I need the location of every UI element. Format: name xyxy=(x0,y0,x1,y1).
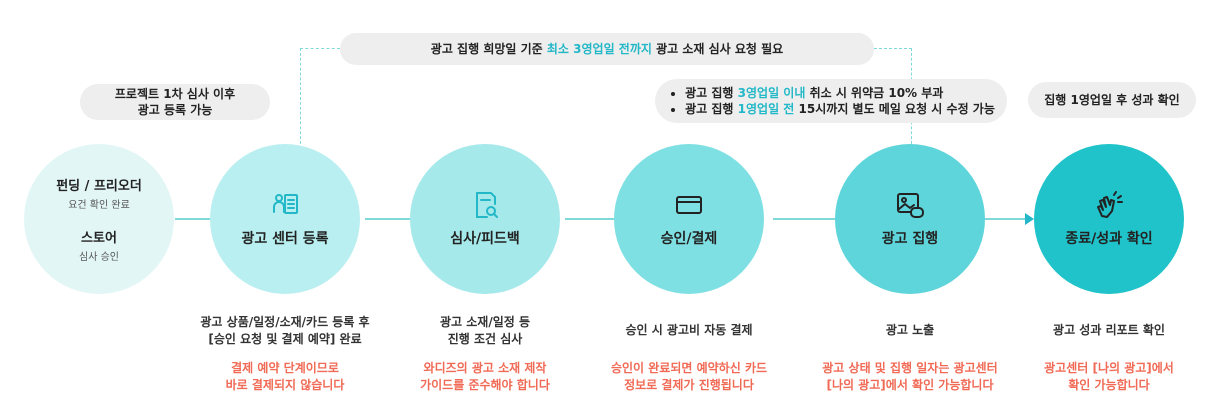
penalty-note-item: 광고 집행 1영업일 전 15시까지 별도 메일 요청 시 수정 가능 xyxy=(685,101,995,117)
penalty-highlight: 1영업일 전 xyxy=(737,102,795,116)
desc-line: 광고 상품/일정/소재/카드 등록 후 xyxy=(200,315,370,329)
step-payment-circle: 승인/결제 xyxy=(614,144,764,294)
penalty-highlight: 3영업일 이내 xyxy=(737,86,806,100)
desc-line: 진행 조건 심사 xyxy=(447,332,523,346)
penalty-suffix: 취소 시 위약금 10% 부과 xyxy=(805,86,944,100)
penalty-note: 광고 집행 3영업일 이내 취소 시 위약금 10% 부과 광고 집행 1영업일… xyxy=(655,79,1007,123)
step-funding-circle: 펀딩 / 프리오더 요건 확인 완료 스토어 심사 승인 xyxy=(24,144,174,294)
schedule-note: 광고 집행 희망일 기준 최소 3영업일 전까지 광고 소재 심사 요청 필요 xyxy=(340,33,874,65)
penalty-prefix: 광고 집행 xyxy=(685,86,738,100)
warn-line: 가이드를 준수해야 합니다 xyxy=(420,378,550,392)
step-title: 종료/성과 확인 xyxy=(1065,231,1153,247)
connector-line xyxy=(985,218,1027,220)
ad-image-icon xyxy=(895,190,925,220)
step-review-circle: 심사/피드백 xyxy=(410,144,560,294)
step-sub: 요건 확인 완료 xyxy=(68,200,130,211)
step-title: 광고 집행 xyxy=(881,231,939,247)
project-note: 프로젝트 1차 심사 이후 광고 등록 가능 xyxy=(80,84,270,120)
penalty-suffix: 15시까지 별도 메일 요청 시 수정 가능 xyxy=(794,102,995,116)
connector-line xyxy=(175,218,215,220)
warn-line: 정보로 결제가 진행됩니다 xyxy=(624,378,754,392)
step-execution-circle: 광고 집행 xyxy=(835,144,985,294)
warn-line: 결제 예약 단계이므로 xyxy=(231,361,339,375)
step-description: 광고 노출 xyxy=(800,322,1020,339)
step-description: 광고 소재/일정 등 진행 조건 심사 xyxy=(375,314,595,348)
result-note-text: 집행 1영업일 후 성과 확인 xyxy=(1044,93,1180,107)
bracket-line xyxy=(874,48,912,49)
schedule-note-highlight: 최소 3영업일 전까지 xyxy=(546,42,652,56)
step-title: 광고 센터 등록 xyxy=(241,231,329,247)
warn-line: [나의 광고]에서 확인 가능합니다 xyxy=(826,378,994,392)
penalty-note-item: 광고 집행 3영업일 이내 취소 시 위약금 10% 부과 xyxy=(685,85,995,101)
step-description: 승인 시 광고비 자동 결제 xyxy=(579,322,799,339)
warn-line: 광고 상태 및 집행 일자는 광고센터 xyxy=(822,361,998,375)
schedule-note-prefix: 광고 집행 희망일 기준 xyxy=(430,42,547,56)
desc-line: 광고 성과 리포트 확인 xyxy=(1053,323,1165,337)
step-warning: 결제 예약 단계이므로 바로 결제되지 않습니다 xyxy=(175,360,395,394)
step-warning: 광고 상태 및 집행 일자는 광고센터 [나의 광고]에서 확인 가능합니다 xyxy=(800,360,1020,394)
bracket-line xyxy=(300,48,301,144)
step-sub: 심사 승인 xyxy=(79,252,119,263)
step-description: 광고 성과 리포트 확인 xyxy=(999,322,1219,339)
step-title: 심사/피드백 xyxy=(450,231,520,247)
desc-line: 광고 노출 xyxy=(885,323,935,337)
warn-line: 광고센터 [나의 광고]에서 xyxy=(1044,361,1174,375)
step-title: 스토어 xyxy=(81,231,117,246)
connector-line xyxy=(773,218,835,220)
step-title: 승인/결제 xyxy=(660,231,718,247)
clap-icon xyxy=(1094,190,1124,220)
step-warning: 승인이 완료되면 예약하신 카드 정보로 결제가 진행됩니다 xyxy=(579,360,799,394)
desc-line: 승인 시 광고비 자동 결제 xyxy=(625,323,753,337)
step-complete-circle: 종료/성과 확인 xyxy=(1034,144,1184,294)
step-warning: 와디즈의 광고 소재 제작 가이드를 준수해야 합니다 xyxy=(375,360,595,394)
step-description: 광고 상품/일정/소재/카드 등록 후 [승인 요청 및 결제 예약] 완료 xyxy=(175,314,395,348)
step-register-circle: 광고 센터 등록 xyxy=(210,144,360,294)
connector-line xyxy=(565,218,615,220)
connector-line xyxy=(365,218,415,220)
project-note-line1: 프로젝트 1차 심사 이후 xyxy=(114,87,236,101)
warn-line: 바로 결제되지 않습니다 xyxy=(225,378,345,392)
project-note-line2: 광고 등록 가능 xyxy=(137,103,213,117)
bracket-line xyxy=(300,48,340,49)
card-icon xyxy=(674,190,704,220)
register-icon xyxy=(270,190,300,220)
warn-line: 승인이 완료되면 예약하신 카드 xyxy=(610,361,768,375)
review-icon xyxy=(470,190,500,220)
result-note: 집행 1영업일 후 성과 확인 xyxy=(1028,82,1196,118)
step-title: 펀딩 / 프리오더 xyxy=(56,179,142,194)
schedule-note-suffix: 광고 소재 심사 요청 필요 xyxy=(651,42,784,56)
warn-line: 확인 가능합니다 xyxy=(1068,378,1150,392)
step-warning: 광고센터 [나의 광고]에서 확인 가능합니다 xyxy=(999,360,1219,394)
warn-line: 와디즈의 광고 소재 제작 xyxy=(423,361,547,375)
desc-line: 광고 소재/일정 등 xyxy=(439,315,531,329)
arrow-head-icon xyxy=(1025,213,1034,225)
penalty-prefix: 광고 집행 xyxy=(685,102,738,116)
desc-line: [승인 요청 및 결제 예약] 완료 xyxy=(208,332,362,346)
